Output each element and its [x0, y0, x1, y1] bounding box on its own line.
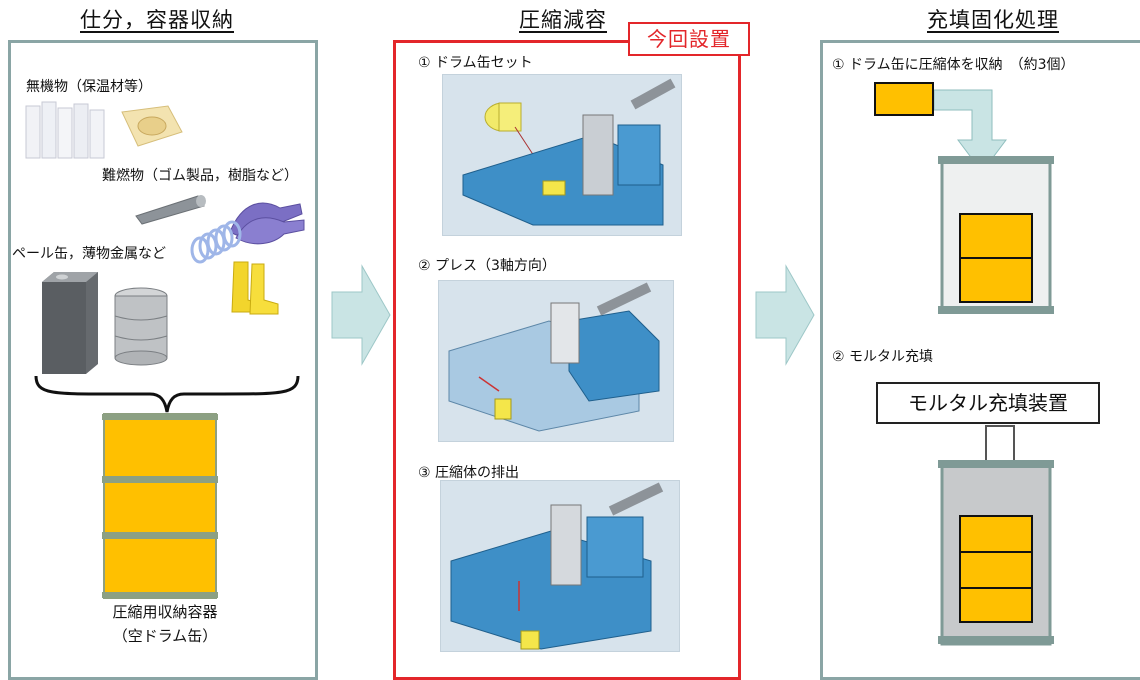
flow-arrow-1: [331, 264, 391, 366]
flow-arrow-2: [755, 264, 815, 366]
grouping-brace: [34, 375, 300, 413]
compression-step-1-label: ① ドラム缶セット: [418, 55, 533, 71]
empty-drum-container: [102, 413, 218, 599]
compression-step-3-label: ③ 圧縮体の排出: [418, 465, 520, 481]
flame-retardant-label: 難燃物（ゴム製品，樹脂など）: [102, 168, 298, 184]
drum-with-mortar: [938, 460, 1054, 646]
discharge-machine-image: [440, 480, 680, 652]
thin-metal-drum-image: [114, 287, 168, 366]
new-installation-badge: 今回設置: [628, 22, 750, 56]
container-caption-line2: （空ドラム缶）: [112, 627, 218, 645]
container-caption: 圧縮用収納容器 （空ドラム缶）: [70, 600, 260, 648]
stage-title-compression: 圧縮減容: [519, 8, 607, 32]
insulation-image: [25, 101, 105, 159]
filling-step-2-label: ② モルタル充填: [832, 349, 934, 365]
mortar-filling-device: モルタル充填装置: [876, 382, 1100, 424]
inorganic-label: 無機物（保温材等）: [26, 79, 152, 95]
filling-step-1-label: ① ドラム缶に圧縮体を収納 （約3個）: [832, 57, 1075, 73]
rubber-pipe-image: [135, 195, 206, 225]
press-machine-image: [438, 280, 674, 442]
rubber-gloves-image: [229, 202, 305, 245]
boots-image: [231, 261, 279, 315]
pail-can-image: [42, 272, 98, 374]
hose-image: [190, 220, 242, 264]
container-caption-line1: 圧縮用収納容器: [112, 603, 218, 621]
stage-title-filling: 充填固化処理: [927, 8, 1059, 32]
compression-step-2-label: ② プレス（3軸方向）: [418, 258, 556, 274]
drum-set-machine-image: [442, 74, 682, 236]
stage-title-sorting: 仕分，容器収納: [80, 8, 234, 32]
drum-with-compressed-bodies: [938, 156, 1054, 314]
insulation-pipe-image: [121, 105, 183, 147]
metal-label: ペール缶，薄物金属など: [12, 246, 166, 262]
compressed-body-block: [874, 82, 934, 116]
